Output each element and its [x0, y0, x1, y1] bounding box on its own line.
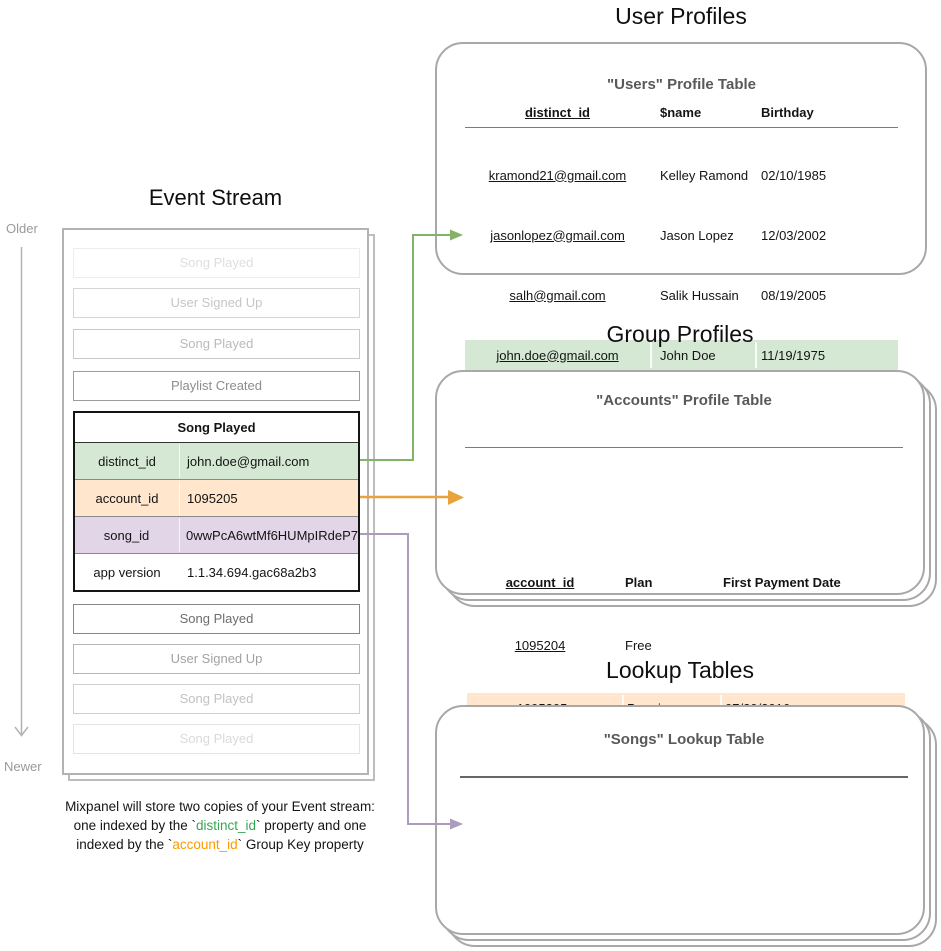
- users-table-header-rule: [465, 127, 898, 128]
- cell-plan: Free: [625, 637, 652, 653]
- event-box-faded: User Signed Up: [73, 644, 360, 674]
- cell-birthday: 08/19/2005: [761, 287, 827, 303]
- property-value: john.doe@gmail.com: [187, 453, 310, 469]
- cell-birthday: 02/10/1985: [761, 167, 827, 183]
- songs-table-title: "Songs" Lookup Table: [603, 731, 765, 748]
- caption-line3-pre: indexed by the `: [76, 837, 173, 852]
- accounts-table-header-rule: [465, 447, 903, 448]
- property-key: account_id: [95, 490, 159, 506]
- caption-line1: Mixpanel will store two copies of your E…: [65, 799, 375, 814]
- column-header-account-id: account_id: [505, 574, 575, 590]
- newer-label: Newer: [4, 759, 42, 774]
- users-table-row: salh@gmail.com Salik Hussain 08/19/2005: [465, 280, 898, 310]
- property-value: 1.1.34.694.gac68a2b3: [187, 564, 317, 580]
- property-key: song_id: [103, 527, 150, 543]
- users-table-row-highlighted: john.doe@gmail.com John Doe 11/19/1975: [465, 340, 898, 370]
- cell-name: Kelley Ramond: [660, 167, 749, 183]
- event-box-faded: Song Played: [73, 604, 360, 634]
- accounts-table-header: account_id Plan First Payment Date: [465, 567, 903, 597]
- cell-birthday: 12/03/2002: [761, 227, 827, 243]
- event-detail-title: Song Played: [75, 413, 358, 443]
- lookup-table-box: [435, 705, 925, 935]
- property-value: 0wwPcA6wtMf6HUMpIRdeP7: [186, 527, 358, 543]
- event-box-faded: Song Played: [73, 248, 360, 278]
- column-header-distinct-id: distinct_id: [524, 104, 590, 120]
- user-profiles-title: User Profiles: [615, 3, 747, 29]
- column-header-name: $name: [660, 104, 702, 120]
- diagram-caption: Mixpanel will store two copies of your E…: [20, 797, 420, 854]
- users-table-header: distinct_id $name Birthday: [465, 97, 898, 127]
- songs-table-header-rule: [460, 776, 908, 778]
- caption-account-id-keyword: account_id: [172, 837, 238, 852]
- cell-distinct-id: kramond21@gmail.com: [488, 167, 627, 183]
- cell-name: John Doe: [660, 347, 716, 363]
- cell-name: Jason Lopez: [660, 227, 734, 243]
- column-header-plan: Plan: [625, 574, 653, 590]
- caption-line2-post: ` property and one: [256, 818, 367, 833]
- event-stream-title: Event Stream: [148, 185, 283, 210]
- column-header-birthday: Birthday: [761, 104, 814, 120]
- cell-name: Salik Hussain: [660, 287, 739, 303]
- event-box-faded: Playlist Created: [73, 371, 360, 401]
- users-table-row: kramond21@gmail.com Kelley Ramond 02/10/…: [465, 160, 898, 190]
- event-box-faded: Song Played: [73, 684, 360, 714]
- column-header-first-payment-date: First Payment Date: [723, 574, 841, 590]
- property-value: 1095205: [187, 490, 238, 506]
- event-box-faded: User Signed Up: [73, 288, 360, 318]
- event-property-row-account-id: account_id 1095205: [75, 480, 358, 517]
- lookup-tables-title: Lookup Tables: [606, 657, 754, 683]
- cell-distinct-id: salh@gmail.com: [509, 287, 606, 303]
- event-detail-table: Song Played distinct_id john.doe@gmail.c…: [73, 411, 360, 592]
- cell-distinct-id: john.doe@gmail.com: [496, 347, 619, 363]
- timeline-arrow: [14, 247, 29, 737]
- cell-birthday: 11/19/1975: [761, 347, 826, 363]
- event-property-row-song-id: song_id 0wwPcA6wtMf6HUMpIRdeP7: [75, 517, 358, 554]
- caption-line3-post: ` Group Key property: [237, 837, 364, 852]
- users-table-title: "Users" Profile Table: [607, 76, 756, 93]
- group-profiles-box: [435, 370, 925, 595]
- accounts-table-row: 1095204 Free: [465, 630, 903, 660]
- property-key: app version: [93, 564, 161, 580]
- group-profiles-title: Group Profiles: [606, 321, 754, 347]
- user-profiles-box: [435, 42, 927, 275]
- event-box-faded: Song Played: [73, 724, 360, 754]
- cell-account-id: 1095204: [514, 637, 566, 653]
- cell-distinct-id: jasonlopez@gmail.com: [490, 227, 625, 243]
- event-property-row-app-version: app version 1.1.34.694.gac68a2b3: [75, 554, 358, 590]
- users-table-row: jasonlopez@gmail.com Jason Lopez 12/03/2…: [465, 220, 898, 250]
- caption-line2-pre: one indexed by the `: [73, 818, 196, 833]
- property-key: distinct_id: [98, 453, 156, 469]
- older-label: Older: [6, 221, 38, 236]
- event-property-row-distinct-id: distinct_id john.doe@gmail.com: [75, 443, 358, 480]
- caption-distinct-id-keyword: distinct_id: [195, 818, 257, 833]
- event-box-faded: Song Played: [73, 329, 360, 359]
- accounts-table-title: "Accounts" Profile Table: [596, 392, 772, 409]
